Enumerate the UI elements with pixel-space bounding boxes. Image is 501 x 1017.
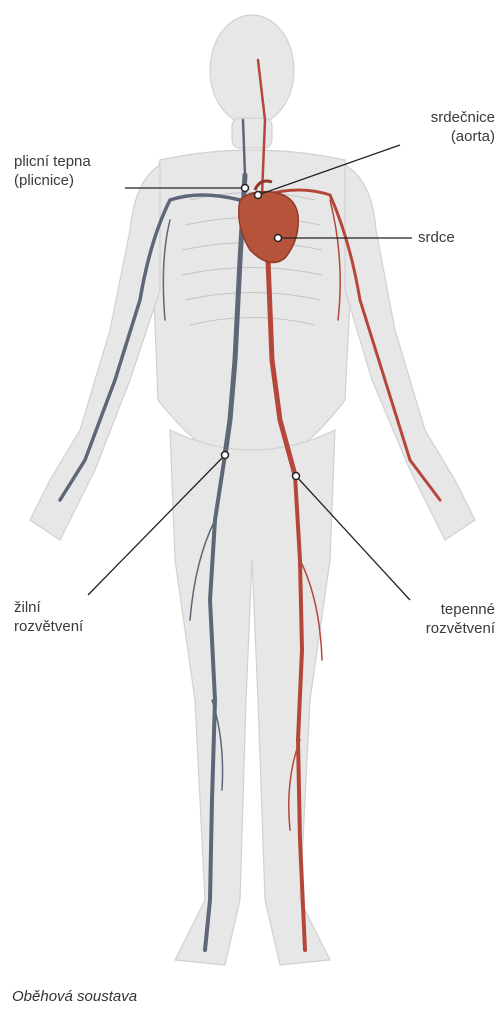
label-arterial-branching-line2: rozvětvení	[426, 619, 495, 638]
label-pulmonary-artery-line2: (plicnice)	[14, 171, 91, 190]
label-arterial-branching: tepenné rozvětvení	[426, 600, 495, 638]
label-heart: srdce	[418, 228, 455, 247]
label-heart-line1: srdce	[418, 228, 455, 247]
label-pulmonary-artery-line1: plicní tepna	[14, 152, 91, 171]
label-venous-branching-line2: rozvětvení	[14, 617, 83, 636]
label-venous-branching-line1: žilní	[14, 598, 83, 617]
label-aorta: srdečnice (aorta)	[431, 108, 495, 146]
label-aorta-line1: srdečnice	[431, 108, 495, 127]
figure-caption: Oběhová soustava	[12, 988, 137, 1005]
label-pulmonary-artery: plicní tepna (plicnice)	[14, 152, 91, 190]
label-arterial-branching-line1: tepenné	[426, 600, 495, 619]
label-venous-branching: žilní rozvětvení	[14, 598, 83, 636]
body-silhouette	[30, 15, 475, 965]
label-aorta-line2: (aorta)	[431, 127, 495, 146]
